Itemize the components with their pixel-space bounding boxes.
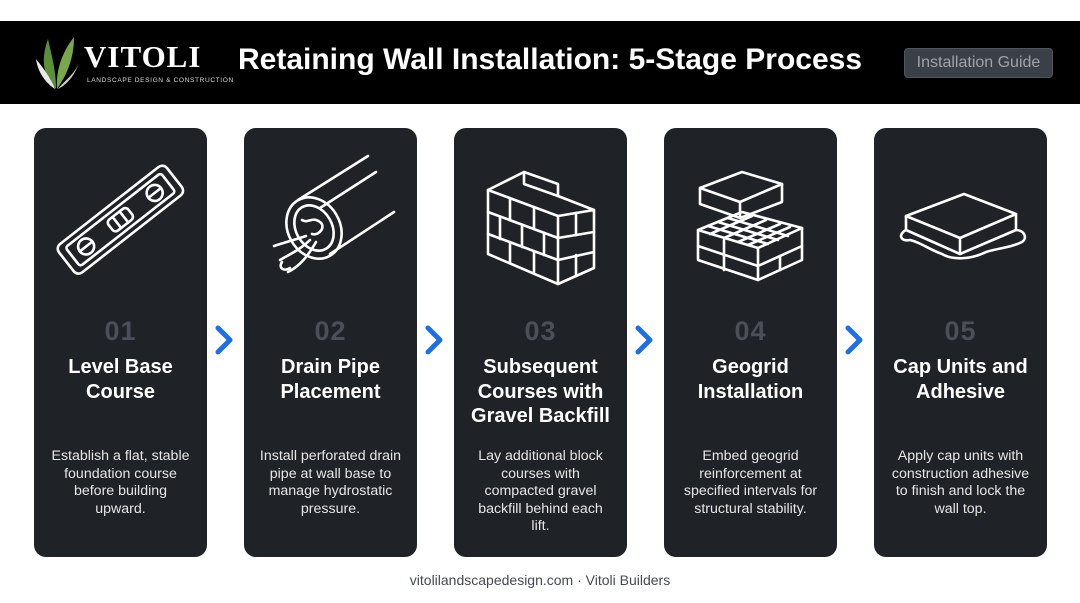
step-number: 01	[104, 316, 137, 346]
step-title: Subsequent Courses with Gravel Backfill	[471, 356, 610, 427]
header-bar: VITOLI LANDSCAPE DESIGN & CONSTRUCTION R…	[0, 21, 1080, 104]
footer-text: vitolilandscapedesign.com · Vitoli Build…	[409, 572, 671, 588]
step-card-4: 04 Geogrid Installation Embed geogrid re…	[664, 128, 837, 557]
step-card-1: 01 Level Base Course Establish a flat, s…	[34, 128, 207, 557]
step-title: Drain Pipe Placement	[280, 356, 381, 403]
step-description: Install perforated drain pipe at wall ba…	[259, 448, 402, 517]
page-title: Retaining Wall Installation: 5-Stage Pro…	[238, 43, 863, 76]
step-description: Embed geogrid reinforcement at specified…	[683, 448, 818, 517]
chevron-right-icon	[215, 325, 233, 355]
step-number: 02	[314, 316, 347, 346]
step-number: 03	[524, 316, 557, 346]
block-wall-icon	[486, 170, 596, 286]
chevron-right-icon	[845, 325, 863, 355]
step-title: Geogrid Installation	[697, 356, 804, 403]
spirit-level-icon	[56, 164, 185, 275]
leaf-logo-icon	[36, 37, 79, 89]
step-description: Apply cap units with construction adhesi…	[891, 448, 1030, 517]
step-title: Level Base Course	[68, 356, 173, 403]
step-number: 04	[734, 316, 767, 346]
installation-guide-badge[interactable]: Installation Guide	[904, 48, 1053, 78]
step-card-3: 03 Subsequent Courses with Gravel Backfi…	[454, 128, 627, 557]
step-description: Lay additional block courses with compac…	[478, 448, 603, 535]
step-card-5: 05 Cap Units and Adhesive Apply cap unit…	[874, 128, 1047, 557]
step-title: Cap Units and Adhesive	[893, 356, 1028, 403]
step-description: Establish a flat, stable foundation cour…	[51, 448, 190, 517]
geogrid-icon	[696, 170, 804, 282]
chevron-right-icon	[425, 325, 443, 355]
step-number: 05	[944, 316, 977, 346]
cap-unit-icon	[899, 192, 1027, 260]
drain-pipe-icon	[272, 154, 396, 274]
step-card-2: 02 Drain Pipe Placement Install perforat…	[244, 128, 417, 557]
chevron-right-icon	[635, 325, 653, 355]
brand-name: VITOLI	[84, 39, 202, 74]
brand-tagline: LANDSCAPE DESIGN & CONSTRUCTION	[87, 77, 234, 84]
brand-logo[interactable]: VITOLI LANDSCAPE DESIGN & CONSTRUCTION	[34, 31, 233, 95]
